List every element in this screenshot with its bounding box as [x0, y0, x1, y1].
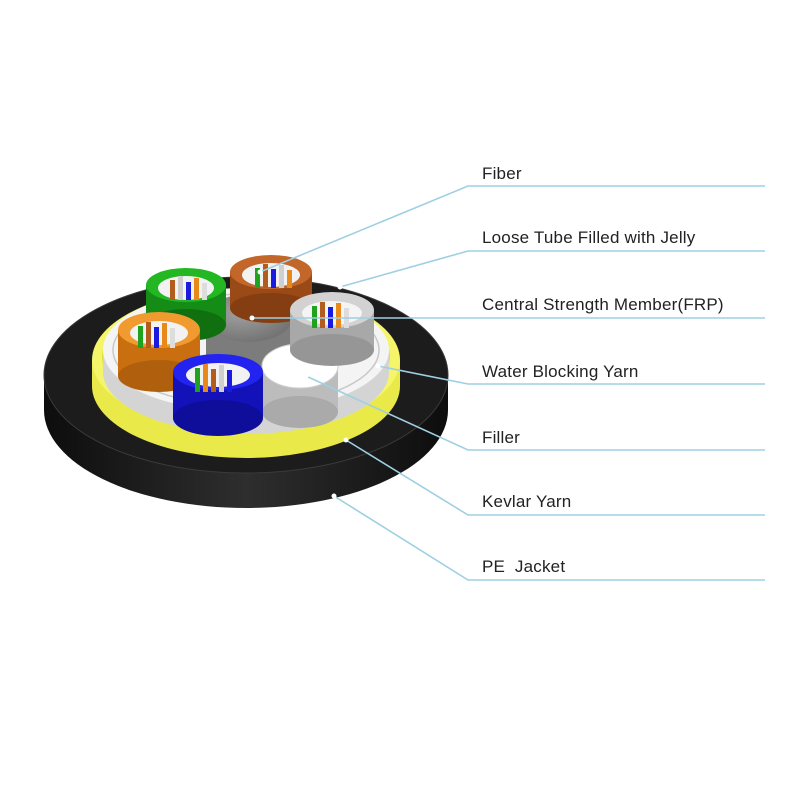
- label-fiber: Fiber: [482, 164, 522, 183]
- leader-lines: [252, 185, 765, 581]
- leader-filler: [305, 375, 765, 451]
- leader-anchors: [249, 269, 381, 499]
- leader-loose-tube: [339, 250, 765, 288]
- leader-pe-jacket: [333, 495, 765, 581]
- leader-water-blocking-yarn: [377, 365, 765, 385]
- loose-tube-blue: [173, 354, 263, 436]
- label-filler: Filler: [482, 428, 521, 447]
- label-pe-jacket: PE Jacket: [482, 557, 566, 576]
- loose-tube-gray: [290, 292, 374, 366]
- label-water-blocking-yarn: Water Blocking Yarn: [482, 362, 639, 381]
- label-central-strength-member: Central Strength Member(FRP): [482, 295, 724, 314]
- leader-kevlar-yarn: [345, 439, 765, 516]
- label-loose-tube: Loose Tube Filled with Jelly: [482, 228, 696, 247]
- leader-fiber: [259, 185, 765, 273]
- label-kevlar-yarn: Kevlar Yarn: [482, 492, 572, 511]
